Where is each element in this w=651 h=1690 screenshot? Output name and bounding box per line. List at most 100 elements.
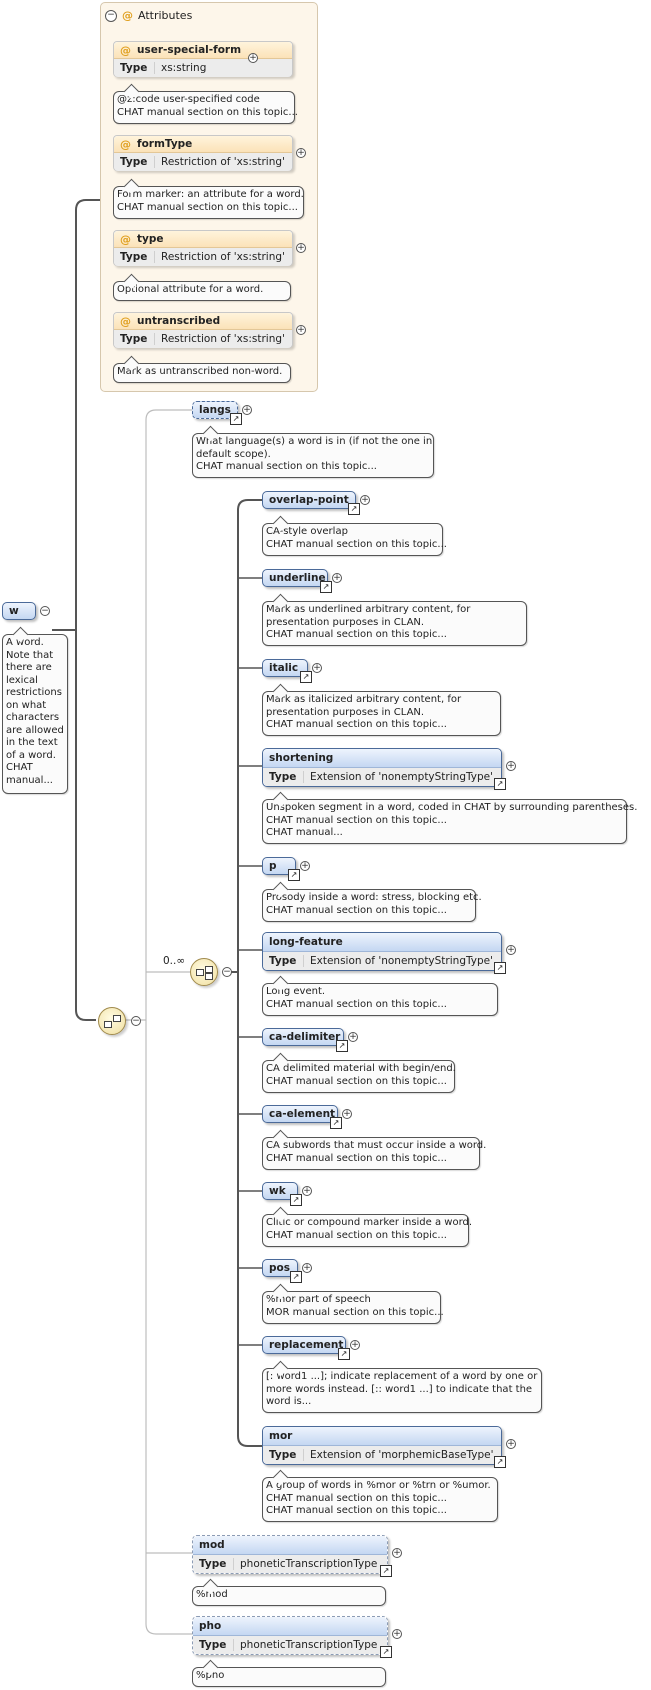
plus-circle-icon[interactable]: + bbox=[248, 52, 258, 63]
minus-circle-icon[interactable]: − bbox=[40, 605, 50, 616]
element-italic[interactable]: italic bbox=[262, 659, 308, 677]
at-sign-icon: @ bbox=[120, 43, 131, 57]
element-wk[interactable]: wk bbox=[262, 1182, 298, 1200]
element-ca-delimiter[interactable]: ca-delimiter bbox=[262, 1028, 344, 1046]
element-annotation: [: word1 ...]; indicate replacement of a… bbox=[262, 1368, 542, 1413]
element-name: underline bbox=[269, 572, 326, 584]
element-name: pos bbox=[269, 1262, 290, 1274]
at-sign-icon: @ bbox=[120, 232, 131, 246]
element-annotation: Prosody inside a word: stress, blocking … bbox=[262, 889, 482, 922]
element-type: phoneticTranscriptionType bbox=[240, 1558, 378, 1570]
element-annotation: Clitic or compound marker inside a word.… bbox=[262, 1214, 472, 1247]
root-element-w[interactable]: w bbox=[2, 602, 36, 620]
element-overlap-point[interactable]: overlap-point bbox=[262, 491, 356, 509]
attribute-name: untranscribed bbox=[137, 315, 221, 327]
attribute-name: formType bbox=[137, 138, 193, 150]
plus-circle-icon[interactable]: + bbox=[348, 1031, 358, 1042]
element-ca-element[interactable]: ca-element bbox=[262, 1105, 338, 1123]
attribute-type: Restriction of 'xs:string' bbox=[161, 156, 285, 168]
at-sign-icon: @ bbox=[120, 314, 131, 328]
element-long-feature[interactable]: long-feature Type Extension of 'nonemptyS… bbox=[262, 932, 502, 971]
element-annotation: Long event. CHAT manual section on this … bbox=[262, 983, 498, 1016]
type-label: Type bbox=[114, 62, 155, 74]
minus-circle-icon[interactable]: − bbox=[131, 1015, 141, 1026]
plus-circle-icon[interactable]: + bbox=[392, 1628, 402, 1639]
element-annotation: %mor part of speech MOR manual section o… bbox=[262, 1291, 444, 1324]
element-name: long-feature bbox=[269, 936, 343, 948]
attribute-type: Restriction of 'xs:string' bbox=[161, 333, 285, 345]
type-label: Type bbox=[193, 1558, 234, 1570]
plus-circle-icon[interactable]: + bbox=[506, 1438, 516, 1449]
plus-circle-icon[interactable]: + bbox=[342, 1108, 352, 1119]
plus-circle-icon[interactable]: + bbox=[302, 1185, 312, 1196]
element-langs[interactable]: langs bbox=[192, 401, 238, 419]
plus-circle-icon[interactable]: + bbox=[302, 1262, 312, 1273]
attribute-formType[interactable]: @ formType Type Restriction of 'xs:string' bbox=[113, 135, 293, 171]
plus-circle-icon[interactable]: + bbox=[296, 147, 306, 158]
element-name: mod bbox=[199, 1539, 225, 1551]
element-annotation: A group of words in %mor or %trn or %umo… bbox=[262, 1477, 498, 1522]
element-replacement[interactable]: replacement bbox=[262, 1336, 346, 1354]
plus-circle-icon[interactable]: + bbox=[242, 404, 252, 415]
type-label: Type bbox=[263, 955, 304, 967]
element-type: phoneticTranscriptionType bbox=[240, 1639, 378, 1651]
minus-circle-icon[interactable]: − bbox=[222, 966, 232, 977]
at-sign-icon: @ bbox=[122, 9, 133, 22]
plus-circle-icon[interactable]: + bbox=[300, 860, 310, 871]
reference-arrow-icon: ↗ bbox=[290, 1194, 302, 1206]
element-annotation: CA delimited material with begin/end. CH… bbox=[262, 1060, 456, 1093]
type-label: Type bbox=[114, 156, 155, 168]
element-name: wk bbox=[269, 1185, 286, 1197]
element-name: shortening bbox=[269, 752, 334, 764]
element-mod[interactable]: mod Type phoneticTranscriptionType bbox=[192, 1535, 388, 1574]
choice-cardinality: 0..∞ bbox=[163, 955, 186, 967]
minus-circle-icon[interactable]: − bbox=[105, 9, 117, 22]
reference-arrow-icon: ↗ bbox=[288, 869, 300, 881]
attributes-header: − @ Attributes bbox=[105, 9, 192, 22]
plus-circle-icon[interactable]: + bbox=[296, 324, 306, 335]
plus-circle-icon[interactable]: + bbox=[296, 242, 306, 253]
reference-arrow-icon: ↗ bbox=[494, 1456, 506, 1468]
reference-arrow-icon: ↗ bbox=[336, 1040, 348, 1052]
plus-circle-icon[interactable]: + bbox=[332, 572, 342, 583]
attribute-annotation: @z:code user-specified code CHAT manual … bbox=[113, 91, 298, 124]
element-annotation: %mod bbox=[192, 1586, 386, 1606]
element-p[interactable]: p bbox=[262, 857, 296, 875]
plus-circle-icon[interactable]: + bbox=[312, 662, 322, 673]
type-label: Type bbox=[263, 771, 304, 783]
plus-circle-icon[interactable]: + bbox=[350, 1339, 360, 1350]
sequence-icon bbox=[104, 1015, 121, 1028]
reference-arrow-icon: ↗ bbox=[494, 778, 506, 790]
choice-compositor[interactable] bbox=[190, 958, 218, 986]
plus-circle-icon[interactable]: + bbox=[506, 760, 516, 771]
element-name: replacement bbox=[269, 1339, 344, 1351]
attribute-annotation: Optional attribute for a word. bbox=[113, 281, 291, 301]
element-annotation: Mark as italicized arbitrary content, fo… bbox=[262, 691, 501, 736]
root-annotation: A word. Note that there are lexical rest… bbox=[2, 634, 68, 794]
attribute-type: Restriction of 'xs:string' bbox=[161, 251, 285, 263]
plus-circle-icon[interactable]: + bbox=[392, 1547, 402, 1558]
reference-arrow-icon: ↗ bbox=[300, 671, 312, 683]
element-name: langs bbox=[199, 404, 231, 416]
element-type: Extension of 'nonemptyStringType' bbox=[310, 955, 493, 967]
sequence-compositor[interactable] bbox=[98, 1007, 126, 1035]
element-underline[interactable]: underline bbox=[262, 569, 328, 587]
element-pos[interactable]: pos bbox=[262, 1259, 298, 1277]
element-name: overlap-point bbox=[269, 494, 349, 506]
type-label: Type bbox=[263, 1449, 304, 1461]
attribute-name: user-special-form bbox=[137, 44, 242, 56]
plus-circle-icon[interactable]: + bbox=[360, 494, 370, 505]
reference-arrow-icon: ↗ bbox=[230, 413, 242, 425]
plus-circle-icon[interactable]: + bbox=[506, 944, 516, 955]
element-annotation: Mark as underlined arbitrary content, fo… bbox=[262, 601, 527, 646]
attribute-name: type bbox=[137, 233, 164, 245]
attribute-annotation: Form marker: an attribute for a word. CH… bbox=[113, 186, 304, 219]
at-sign-icon: @ bbox=[120, 137, 131, 151]
